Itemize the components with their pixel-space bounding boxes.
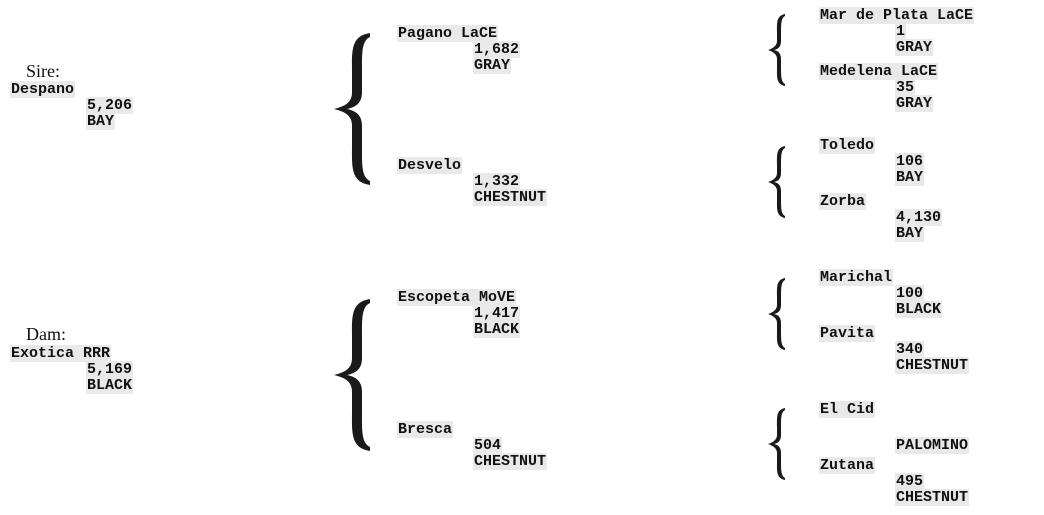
brace-small-2 [764, 144, 788, 220]
sire-name: Despano [10, 81, 76, 98]
sire-dam-number: 1,332 [473, 173, 521, 190]
brace-large-sire [326, 30, 376, 188]
g3-4-name: Zorba [819, 193, 867, 210]
g3-2-name: Medelena LaCE [819, 63, 939, 80]
sire-number: 5,206 [86, 97, 134, 114]
dam-number: 5,169 [86, 361, 134, 378]
g3-3-number: 106 [895, 153, 925, 170]
sire-dam-name: Desvelo [397, 157, 463, 174]
dam-dam-color: CHESTNUT [473, 453, 548, 470]
g3-8-name: Zutana [819, 457, 876, 474]
dam-dam-number: 504 [473, 437, 503, 454]
brace-small-1 [764, 12, 788, 88]
g3-5-color: BLACK [895, 301, 943, 318]
g3-5-name: Marichal [819, 269, 894, 286]
g3-3-color: BAY [895, 169, 925, 186]
brace-small-3 [764, 276, 788, 352]
g3-1-color: GRAY [895, 39, 934, 56]
g3-6-name: Pavita [819, 325, 876, 342]
sire-sire-number: 1,682 [473, 41, 521, 58]
g3-1-number: 1 [895, 23, 907, 40]
dam-name: Exotica RRR [10, 345, 112, 362]
g3-5-number: 100 [895, 285, 925, 302]
g3-8-color: CHESTNUT [895, 489, 970, 506]
sire-sire-color: GRAY [473, 57, 512, 74]
sire-color: BAY [86, 113, 116, 130]
g3-7-name: El Cid [819, 401, 876, 418]
g3-2-number: 35 [895, 79, 916, 96]
g3-6-color: CHESTNUT [895, 357, 970, 374]
g3-3-name: Toledo [819, 137, 876, 154]
g3-1-name: Mar de Plata LaCE [819, 7, 975, 24]
g3-7-color: PALOMINO [895, 437, 970, 454]
g3-6-number: 340 [895, 341, 925, 358]
g3-4-color: BAY [895, 225, 925, 242]
brace-small-4 [764, 406, 788, 482]
dam-sire-name: Escopeta MoVE [397, 289, 517, 306]
sire-label: Sire: [26, 61, 60, 81]
sire-dam-color: CHESTNUT [473, 189, 548, 206]
g3-2-color: GRAY [895, 95, 934, 112]
sire-sire-name: Pagano LaCE [397, 25, 499, 42]
dam-sire-color: BLACK [473, 321, 521, 338]
brace-large-dam [326, 296, 376, 454]
dam-sire-number: 1,417 [473, 305, 521, 322]
dam-label: Dam: [26, 324, 66, 344]
dam-color: BLACK [86, 377, 134, 394]
g3-8-number: 495 [895, 473, 925, 490]
g3-4-number: 4,130 [895, 209, 943, 226]
dam-dam-name: Bresca [397, 421, 454, 438]
